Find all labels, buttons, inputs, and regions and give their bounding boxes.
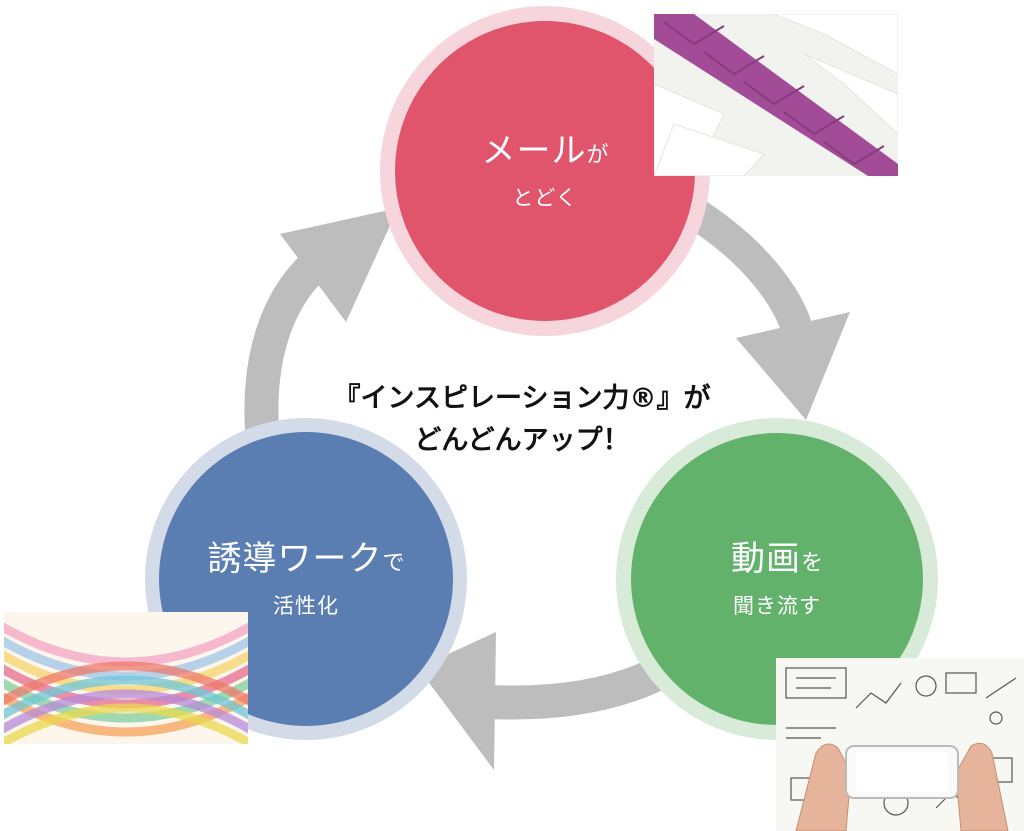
node-video-subtitle: 聞き流す [733, 594, 821, 619]
center-message-line2: どんどんアップ！ [414, 424, 630, 456]
watercolor-waves-photo [4, 612, 248, 744]
node-mail: メールが とどく [395, 21, 695, 321]
hands-smartphone-sketch-photo [776, 658, 1024, 831]
center-message-line1: 『インスピレーション力®』が [333, 383, 711, 414]
center-message: 『インスピレーション力®』が どんどんアップ！ [332, 378, 712, 462]
node-mail-title-main: メール [481, 130, 587, 171]
node-video-title-main: 動画 [730, 538, 801, 579]
node-mail-title: メールが [481, 130, 608, 173]
node-mail-subtitle: とどく [512, 186, 578, 211]
node-work-title-suffix: で [382, 550, 405, 576]
arrow-video-to-work [418, 632, 677, 770]
arrow-mail-to-video [681, 196, 850, 420]
envelopes-photo [654, 14, 898, 176]
node-video-title: 動画を [731, 538, 823, 581]
node-work-title-main: 誘導ワーク [207, 538, 383, 579]
node-work-subtitle: 活性化 [273, 594, 339, 619]
node-work-title: 誘導ワークで [207, 538, 404, 581]
arrow-work-to-mail [244, 208, 398, 431]
node-video-title-suffix: を [800, 550, 823, 576]
node-mail-title-suffix: が [586, 142, 609, 168]
